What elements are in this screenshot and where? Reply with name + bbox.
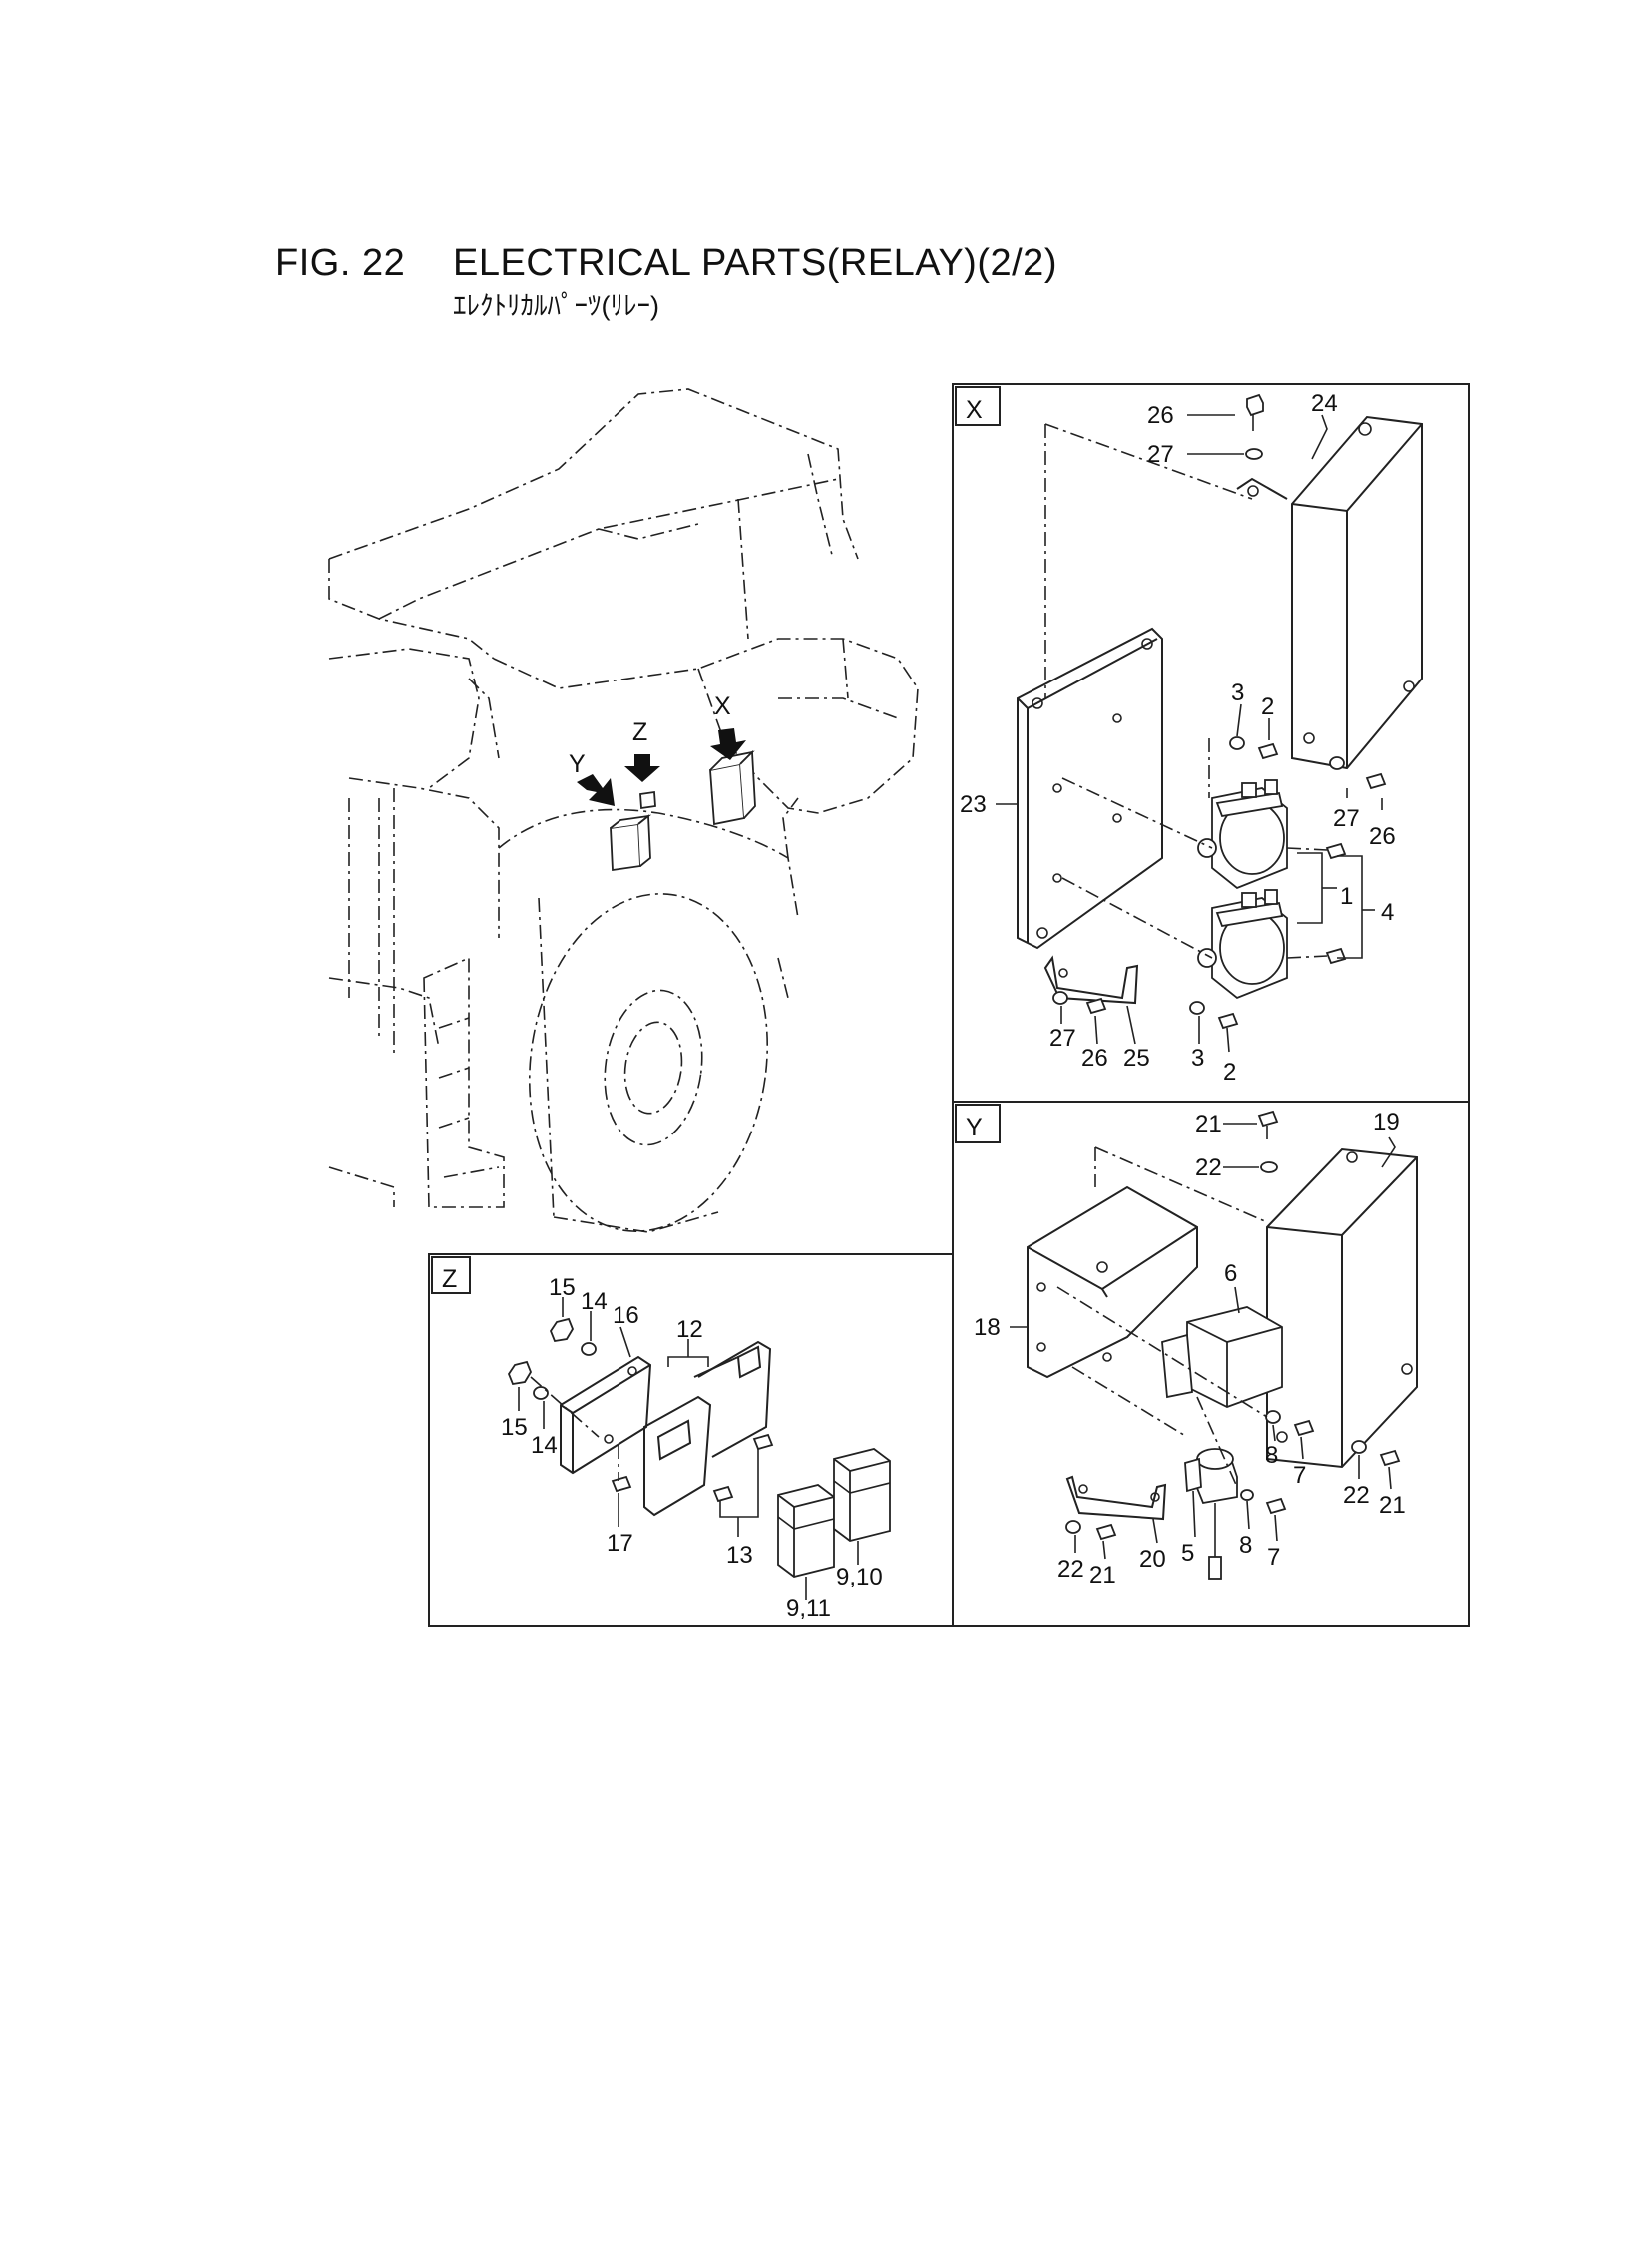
callout-x-26-right: 26 bbox=[1369, 823, 1396, 850]
fasteners-x bbox=[1052, 393, 1387, 1030]
callout-y-19: 19 bbox=[1373, 1109, 1400, 1135]
callout-z-13: 13 bbox=[726, 1542, 753, 1569]
callout-x-26-top: 26 bbox=[1147, 402, 1174, 429]
callout-y-20: 20 bbox=[1139, 1546, 1166, 1573]
callout-z-12: 12 bbox=[676, 1316, 703, 1343]
callout-z-15-top: 15 bbox=[549, 1274, 576, 1301]
relay-6 bbox=[1161, 1306, 1283, 1408]
callout-y-21-right: 21 bbox=[1379, 1492, 1406, 1519]
sensor-5 bbox=[1184, 1448, 1238, 1580]
callout-x-2-top: 2 bbox=[1261, 693, 1274, 720]
callout-y-7-right: 7 bbox=[1293, 1462, 1306, 1489]
relay-upper bbox=[1197, 779, 1288, 890]
callout-y-18: 18 bbox=[974, 1314, 1001, 1341]
callout-x-2-bottom: 2 bbox=[1223, 1059, 1236, 1086]
vehicle-overview: Y Z X bbox=[328, 388, 919, 1233]
callout-z-9-10: 9,10 bbox=[836, 1564, 883, 1590]
callout-x-4: 4 bbox=[1381, 899, 1394, 926]
callout-y-8-right: 8 bbox=[1265, 1442, 1278, 1469]
detail-view-z: Z bbox=[428, 1253, 954, 1627]
callout-z-14-top: 14 bbox=[581, 1288, 608, 1315]
callout-y-22-bottom: 22 bbox=[1057, 1556, 1084, 1583]
callout-x-27-top: 27 bbox=[1147, 441, 1174, 468]
callout-x-26-bottom: 26 bbox=[1081, 1045, 1108, 1072]
callout-y-21-bottom: 21 bbox=[1089, 1562, 1116, 1588]
view-z-tag: Z bbox=[442, 1265, 457, 1293]
figure-title: ELECTRICAL PARTS(RELAY)(2/2) bbox=[453, 242, 1057, 284]
figure-number: FIG. 22 bbox=[275, 242, 406, 284]
callout-x-25: 25 bbox=[1123, 1045, 1150, 1072]
fasteners-y bbox=[1065, 1110, 1401, 1541]
callout-z-15-left: 15 bbox=[501, 1414, 528, 1441]
pointer-label-z: Z bbox=[632, 718, 647, 746]
view-x-frame bbox=[952, 383, 1470, 1103]
callout-z-17: 17 bbox=[607, 1530, 633, 1557]
fasteners-z bbox=[507, 1317, 774, 1503]
relay-9-left bbox=[777, 1484, 835, 1578]
callout-x-3-bottom: 3 bbox=[1191, 1045, 1204, 1072]
relay-lower bbox=[1197, 889, 1288, 1000]
detail-view-y: Y bbox=[952, 1101, 1470, 1627]
callout-y-22-top: 22 bbox=[1195, 1154, 1222, 1181]
callout-y-21-top: 21 bbox=[1195, 1111, 1222, 1137]
callout-y-6: 6 bbox=[1224, 1260, 1237, 1287]
callout-z-16: 16 bbox=[613, 1302, 639, 1329]
callout-x-1: 1 bbox=[1340, 883, 1353, 910]
callout-y-5: 5 bbox=[1181, 1540, 1194, 1567]
view-x-tag: X bbox=[966, 396, 983, 424]
callout-y-7-bottom: 7 bbox=[1267, 1544, 1280, 1571]
callout-x-24: 24 bbox=[1311, 390, 1338, 417]
pointer-label-y: Y bbox=[569, 750, 586, 778]
callout-x-27-right: 27 bbox=[1333, 805, 1360, 832]
callout-y-22-right: 22 bbox=[1343, 1482, 1370, 1509]
callout-x-3-top: 3 bbox=[1231, 680, 1244, 706]
view-y-tag: Y bbox=[966, 1114, 983, 1141]
relay-9-right bbox=[833, 1448, 891, 1542]
detail-view-x: X bbox=[952, 383, 1470, 1103]
figure-subtitle: ｴﾚｸﾄﾘｶﾙﾊﾟｰﾂ(ﾘﾚｰ) bbox=[453, 291, 659, 321]
callout-z-9-11: 9,11 bbox=[786, 1595, 831, 1622]
view-z-frame bbox=[428, 1253, 954, 1627]
callout-x-27-bottom: 27 bbox=[1049, 1025, 1076, 1052]
callout-y-8-bottom: 8 bbox=[1239, 1532, 1252, 1559]
callout-x-23: 23 bbox=[960, 791, 987, 818]
callout-z-14-left: 14 bbox=[531, 1432, 558, 1459]
pointer-label-x: X bbox=[714, 692, 731, 720]
